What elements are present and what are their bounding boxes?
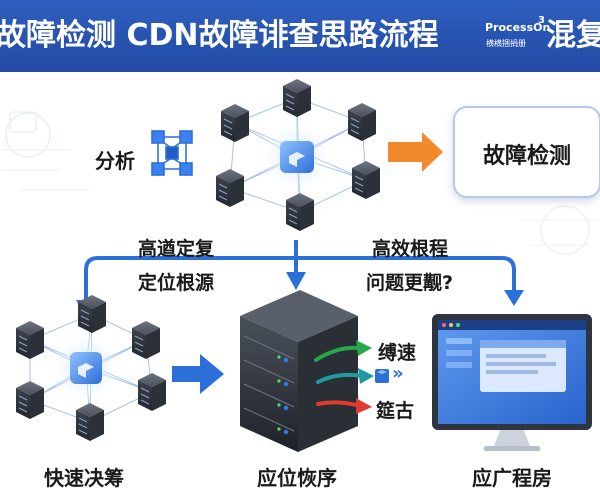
- fast-decision-label: 快速决筹: [44, 466, 124, 490]
- right-arrowhead: [504, 290, 524, 306]
- monitor-icon: [432, 314, 592, 451]
- efficient-label: 高效根程: [372, 238, 449, 260]
- locate-root-label: 定位根源: [138, 272, 215, 294]
- server-node: [220, 103, 250, 143]
- speed-up-label: 缚速: [378, 342, 417, 364]
- logo-subtitle: 横横捆捐册: [486, 39, 526, 48]
- background-tech-watermarks: [2, 111, 600, 255]
- teal-arrowhead: [358, 368, 374, 384]
- server-node: [347, 102, 377, 142]
- processon-logo: ProcessOn 3 横横捆捐册: [485, 14, 551, 58]
- analyze-to-detect-arrow: [388, 132, 443, 172]
- server-node: [75, 402, 105, 442]
- server-node: [77, 294, 107, 334]
- center-arrowhead: [286, 272, 306, 290]
- logo-superscript: 3: [538, 15, 545, 26]
- header-bar: 故障检测 CDN故障诽查思路流程 ProcessOn 3 横横捆捐册 混复: [0, 0, 600, 72]
- analyze-cubes-icon: [151, 130, 193, 176]
- flow-connector-arrows: [84, 240, 516, 310]
- network-to-server-arrow: [172, 354, 224, 394]
- retreat-label: 筵古: [376, 400, 415, 422]
- issue-question-label: 问题更觏?: [366, 272, 454, 294]
- small-cube-icon: [375, 369, 389, 383]
- fault-detect-label: 故障检测: [482, 144, 571, 169]
- quick-fix-label: 高遒定复: [138, 238, 215, 260]
- server-node: [137, 372, 167, 412]
- server-node: [15, 380, 45, 420]
- logo-brand-text: ProcessOn: [485, 21, 551, 34]
- analyze-label: 分析: [95, 149, 135, 173]
- server-node: [215, 168, 245, 208]
- green-arrowhead: [356, 340, 372, 356]
- server-node: [131, 320, 161, 360]
- wide-range-label: 应广程房: [472, 466, 552, 490]
- page-title: 故障检测 CDN故障诽查思路流程: [0, 18, 439, 53]
- bottom-hub-cube-icon: [70, 352, 102, 384]
- fault-detect-card: 故障检测: [453, 106, 600, 198]
- server-node: [15, 320, 45, 360]
- locate-recover-label: 应位恢序: [257, 466, 337, 490]
- rack-server-icon: [240, 290, 358, 452]
- server-node: [351, 160, 381, 200]
- speed-chevrons-icon: »: [392, 363, 404, 384]
- server-node: [285, 192, 315, 232]
- server-node: [282, 78, 312, 118]
- title-tail: 混复: [546, 18, 600, 53]
- top-hub-cube-icon: [280, 141, 314, 173]
- red-arrowhead: [356, 398, 372, 414]
